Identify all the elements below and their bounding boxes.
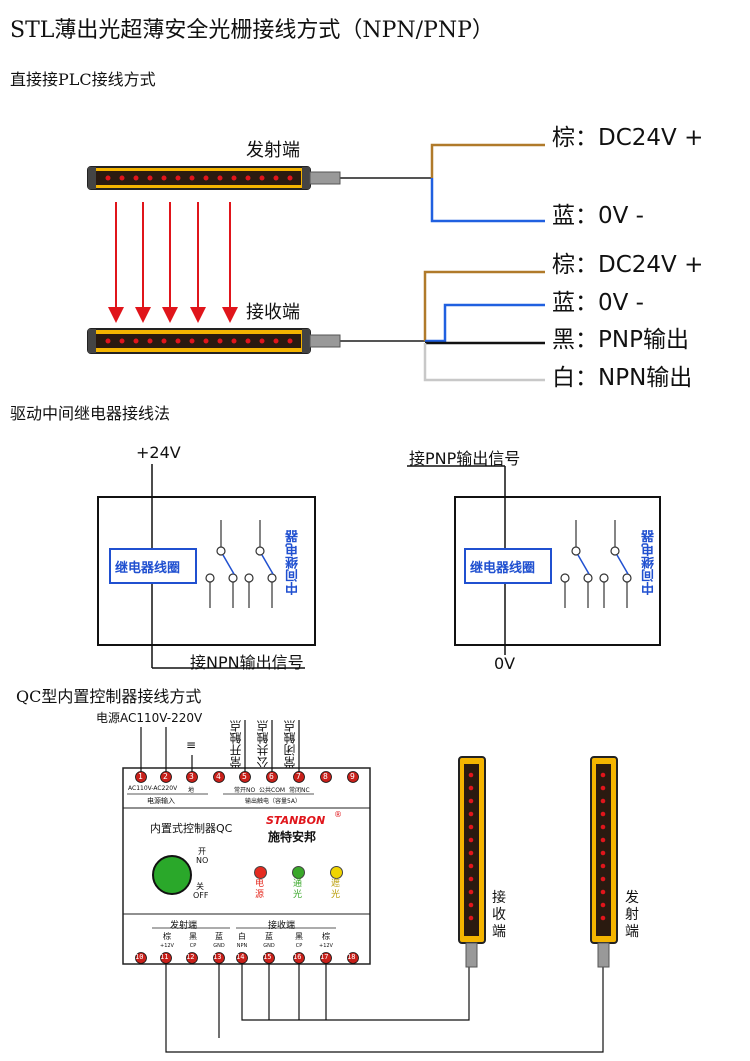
- vertical-emitter-label: 发射端: [625, 890, 639, 940]
- power-input-label: 电源输入: [147, 797, 175, 805]
- blue-wire: [430, 178, 545, 223]
- section2-heading: 驱动中间继电器接线法: [10, 404, 171, 423]
- vertical-receiver-label: 接收端: [492, 890, 506, 940]
- left-top-label: +24V: [136, 443, 181, 462]
- controller-name: 内置式控制器QC: [150, 822, 233, 835]
- light-pass-light: [292, 866, 305, 879]
- terminal-11: 11: [160, 953, 169, 961]
- nc-sub-label: 常闭NC: [289, 787, 310, 794]
- right-coil-label: 继电器线圈: [470, 561, 536, 576]
- wire-label-17: 棕+12V: [319, 932, 333, 950]
- terminal-8: 8: [323, 772, 328, 781]
- switch-on-label: 开: [198, 847, 206, 856]
- terminal-6: 6: [269, 772, 274, 781]
- receiver-white-wire-label: 白：NPN输出: [552, 365, 693, 391]
- on-off-button: [152, 855, 192, 895]
- emitter-bar: [87, 166, 341, 190]
- no-sub-label: 常开NO: [234, 787, 256, 794]
- light-block-label: 遮光: [331, 879, 341, 900]
- terminal-18: 18: [347, 953, 356, 961]
- terminal-14: 14: [236, 953, 245, 961]
- emitter-brown-wire-label: 棕：DC24V +: [552, 125, 704, 151]
- ground-icon: ≡: [186, 738, 197, 752]
- contact-com-label: 公共触点: [256, 720, 270, 768]
- brand-cn: 施特安邦: [268, 830, 317, 844]
- left-coil-label: 继电器线圈: [115, 561, 181, 576]
- terminal-13: 13: [213, 953, 222, 961]
- receiver-label: 接收端: [246, 302, 300, 323]
- light-block-light: [330, 866, 343, 879]
- contact-nc-label: 常闭触点: [283, 720, 297, 768]
- light-beam-arrows: [108, 202, 238, 323]
- brown-wire: [430, 143, 545, 178]
- left-relay-label: 中间继电器: [286, 530, 301, 595]
- terminal-10: 10: [135, 953, 144, 961]
- registered-mark: ®: [334, 810, 342, 819]
- terminal-4: 4: [216, 772, 221, 781]
- vertical-receiver-bar: [458, 756, 486, 968]
- contact-no-label: 常开触点: [229, 720, 243, 768]
- terminal-15: 15: [263, 953, 272, 961]
- right-top-label: 接PNP输出信号: [409, 449, 521, 468]
- section3-heading: QC型内置控制器接线方式: [16, 687, 202, 706]
- receiver-brown-wire-label: 棕：DC24V +: [552, 252, 704, 278]
- terminal-2: 2: [163, 772, 168, 781]
- vertical-emitter-bar: [590, 756, 618, 968]
- com-sub-label: 公共COM: [259, 787, 286, 794]
- terminal-3: 3: [189, 772, 194, 781]
- ground-sub-label: 地: [188, 787, 195, 794]
- switch-off-label: 关: [196, 882, 204, 891]
- power-label: 电源AC110V-220V: [96, 711, 203, 725]
- right-relay-label: 中间继电器: [642, 530, 657, 595]
- receiver-group-label: 接收端: [268, 921, 296, 931]
- left-bottom-label: 接NPN输出信号: [190, 653, 304, 672]
- emitter-blue-wire-label: 蓝：0V -: [552, 203, 644, 229]
- emitter-label: 发射端: [246, 140, 300, 161]
- power-light: [254, 866, 267, 879]
- section1-heading: 直接接PLC接线方式: [10, 70, 156, 89]
- receiver-black-wire-label: 黑：PNP输出: [552, 327, 689, 353]
- right-bottom-label: 0V: [494, 654, 516, 673]
- terminal-17: 17: [320, 953, 329, 961]
- brand-en: STANBON: [266, 814, 326, 827]
- terminal-12: 12: [186, 953, 195, 961]
- light-pass-label: 通光: [293, 879, 303, 900]
- terminal-1: 1: [138, 772, 143, 781]
- terminal-5: 5: [242, 772, 247, 781]
- emitter-group-label: 发射端: [170, 921, 198, 931]
- switch-on-en: NO: [196, 856, 209, 865]
- page-title: STL薄出光超薄安全光栅接线方式（NPN/PNP）: [10, 18, 494, 43]
- terminal-7: 7: [296, 772, 301, 781]
- ac-label: AC110V-AC220V: [128, 785, 178, 792]
- switch-off-en: OFF: [193, 891, 209, 900]
- terminal-9: 9: [350, 772, 355, 781]
- relay-output-label: 输出触电（容量5A）: [245, 798, 301, 805]
- terminal-16: 16: [293, 953, 302, 961]
- receiver-blue-wire-label: 蓝：0V -: [552, 290, 644, 316]
- power-light-label: 电源: [255, 879, 265, 900]
- receiver-bar: [87, 328, 341, 354]
- wire-label-11: 棕+12V: [160, 932, 174, 950]
